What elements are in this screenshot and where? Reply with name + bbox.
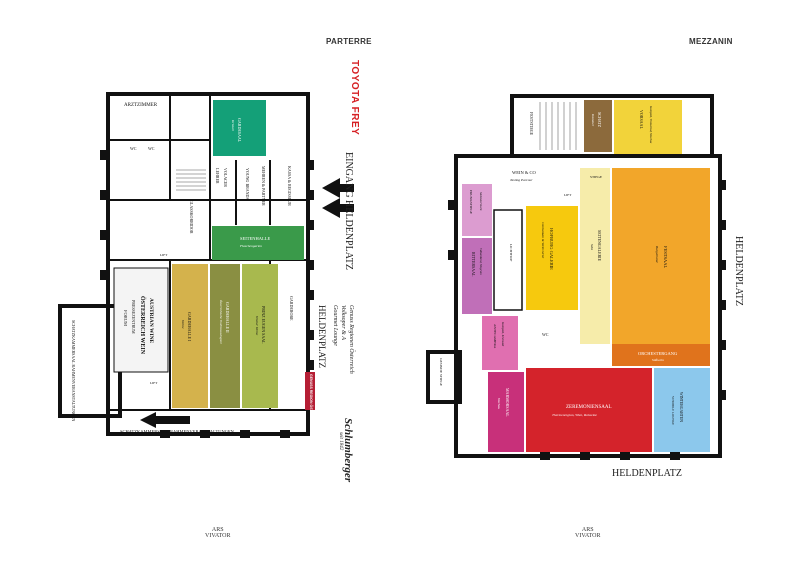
room-zeremoniensaal — [526, 368, 652, 452]
label-wein-co-sub: Tasting Parcour — [510, 178, 533, 182]
label-glasskorridor: GLASSKORRIDOR — [189, 200, 194, 234]
room-gardehalle-i — [172, 264, 208, 408]
genuss-region-badge — [305, 372, 315, 410]
label-seitenhalle-sub: Flaschengarten — [239, 244, 262, 248]
label-marmor-sub: Wachau — [497, 398, 501, 409]
label-prinz-eugen-sub: Wiener Weine — [255, 316, 259, 336]
label-hofburg-sub: Carnuntum & Weinviertel — [541, 222, 545, 258]
room-prinz-eugen — [242, 264, 278, 408]
room-drakenstein — [462, 184, 492, 236]
label-gardehalle-i-sub: Weine — [181, 320, 185, 329]
label-zeremonien: ZEREMONIENSAAL — [566, 405, 612, 410]
forum-title: FORUM — [123, 310, 128, 326]
label-feststiege: FESTSTIEGE — [529, 112, 534, 136]
label-gesinde: GESINDE STIEGE — [439, 358, 443, 386]
footer-logo-right: ARS VIVATOR — [575, 527, 600, 539]
label-lehrer: LEHRER — [215, 168, 220, 184]
label-wintergarten-sub: VINOBILE LOUNGE — [671, 396, 675, 425]
label-zeremonien-sub: Thermenregion, Wien, Rotweine — [552, 413, 597, 418]
mezz-gesinde-wall — [426, 350, 462, 404]
forum-sub: PRESSEZENTRUM — [131, 300, 136, 334]
label-vorsaal: VORSAAL — [639, 110, 644, 129]
mezz-lichthof — [493, 209, 523, 311]
forum-brand-b: AUSTRIAN WINE — [148, 298, 154, 344]
footer-right-b: VIVATOR — [575, 533, 601, 539]
mezzanin-title: MEZZANIN — [689, 37, 733, 46]
room-schatz — [584, 100, 612, 152]
label-gardehalle-ii-sub: Österreichische Traditionsweingüter — [219, 300, 224, 345]
label-festsaal-sub: Burgenland — [655, 246, 659, 263]
room-antecamera — [482, 316, 518, 370]
label-wc-2: WC — [148, 146, 155, 151]
label-gardesaal: GARDESAAL — [237, 118, 242, 143]
room-festsaal — [612, 168, 710, 344]
mezz-facade-windows — [448, 180, 726, 460]
label-volacer: VOLACER — [223, 168, 228, 187]
label-seitengalerie-sub: Sekt — [590, 244, 594, 251]
room-orchestergang — [612, 344, 710, 366]
room-rittersaal — [462, 238, 492, 314]
label-wintergarten: WINTERGARTEN — [679, 392, 683, 422]
parterre-stairs — [176, 169, 206, 191]
forum-brand-a: ÖSTERREICH WEIN — [139, 296, 146, 355]
label-arztzimmer: ARZTZIMMER — [124, 103, 158, 108]
label-lift-p1: LIFT — [160, 253, 168, 257]
label-stiege: STIEGE — [590, 175, 602, 179]
label-ritter-sub: Vulkanland, Wagram — [478, 248, 483, 275]
footer-left-b: VIVATOR — [205, 533, 231, 539]
label-prinz-eugen: PRINZ EUGEN SAAL — [261, 306, 266, 344]
room-hofburg-galerie — [526, 206, 578, 310]
label-prunkstiege: PRUNKSTIEGE — [469, 190, 473, 214]
label-gardesaal-sub: Kristall — [231, 119, 235, 131]
label-gardehalle-i: GARDEHALLE I — [187, 312, 192, 342]
label-festsaal: FESTSAAL — [663, 246, 668, 269]
label-lift-m: LIFT — [564, 193, 572, 197]
label-hofburg: HOFBURG GALERIE — [549, 228, 554, 270]
heldenplatz-side-label: HELDENPLATZ — [733, 236, 744, 306]
label-marmor: MARMORSAAL — [505, 388, 510, 417]
label-seitenhalle: SEITENHALLE — [240, 236, 270, 241]
feststiege-stairs — [539, 102, 577, 150]
footer-left-a: ARS — [211, 527, 224, 533]
label-lichthof: LICHTHOF — [509, 244, 513, 261]
room-seitenhalle — [212, 226, 304, 260]
label-vorsaal-sub: Kamptal, Traisental, Wachau — [648, 105, 653, 144]
schatzkammer-bottom: SCHATZKAMMERSAAL RAHMENVERANSTALTUNGEN — [120, 429, 235, 434]
room-marmorsaal — [488, 372, 524, 452]
label-antecamera: ANTECAMERA — [493, 324, 497, 349]
forum-area — [113, 267, 169, 373]
entrance-arrow — [140, 178, 354, 428]
label-schatz-sub: Kammer — [591, 113, 595, 127]
label-kassa: KASSA & REGISSEUR — [287, 166, 292, 206]
label-young-brands: YOUNG BRANDS — [245, 168, 250, 200]
footer-logo-left: ARS VIVATOR — [205, 527, 230, 539]
label-seitengalerie: SEITENGALERIE — [597, 230, 602, 261]
label-schatz: SCHATZ — [597, 112, 602, 128]
room-seitengalerie — [580, 168, 610, 344]
label-wc-1: WC — [130, 146, 137, 151]
label-antecamera-sub: Kamptal, Kremstal — [500, 321, 505, 346]
room-wintergarten — [654, 368, 710, 452]
parterre-title: PARTERRE — [326, 37, 372, 46]
label-garderobe: GARDEROBE — [289, 296, 294, 321]
label-wein-co: WEIN & CO — [512, 170, 536, 175]
label-orchester-sub: Süßwein — [652, 358, 664, 362]
label-lift-p2: LIFT — [150, 381, 158, 385]
label-draken-sub: Südsteiermark — [479, 192, 483, 211]
room-vorsaal — [614, 100, 682, 154]
schatzkammer-side: SCHATZKAMMERSAAL RAHMENVERANSTALTUNGEN — [71, 320, 76, 421]
label-gardehalle-ii: GARDEHALLE II — [225, 302, 230, 333]
label-wc-m: WC — [542, 332, 549, 337]
heldenplatz-bottom-label: HELDENPLATZ — [612, 468, 682, 479]
label-orchester: ORCHESTERGANG — [638, 351, 678, 356]
room-gardehalle-ii — [210, 264, 240, 408]
label-mehrer: MEHREN & PARTNER — [261, 166, 266, 206]
room-gardesaal — [213, 100, 266, 156]
footer-right-a: ARS — [581, 527, 594, 533]
label-ritter: RITTERSAAL — [471, 252, 476, 277]
